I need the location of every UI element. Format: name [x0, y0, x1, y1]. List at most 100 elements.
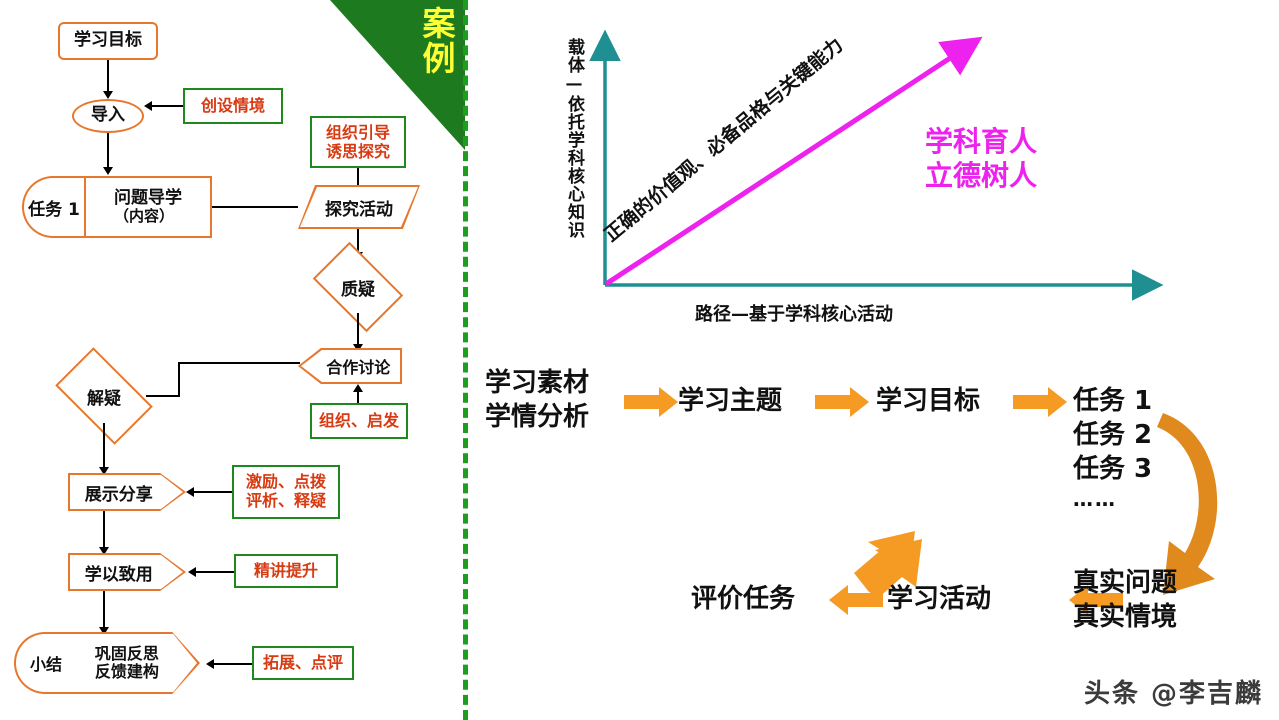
node-label-wrap: 巩固反思 反馈建构	[74, 632, 200, 694]
chevron-fill	[68, 473, 186, 511]
note-label-line1: 激励、点拨	[245, 472, 326, 492]
node-label-wrap: 探究活动	[298, 185, 420, 229]
arrow-step6-to-step7	[829, 585, 883, 615]
arrow-step1-to-step2	[624, 387, 678, 417]
label-line2: 真实情境	[1073, 601, 1178, 632]
flow-node-apply-learning[interactable]: 学以致用	[68, 553, 186, 591]
arrowhead-left	[144, 101, 152, 111]
learning-cycle-diagram: 学习素材 学情分析 学习主题 学习目标 任务 1 任务 2 任务 3 …… 真实…	[463, 345, 1279, 720]
connector-discuss-route-vertical	[178, 362, 180, 396]
node-label-line1: 问题导学	[114, 188, 182, 209]
label-line1: 真实问题	[1073, 568, 1178, 598]
cycle-step-tasks: 任务 1 任务 2 任务 3 ……	[1073, 385, 1152, 512]
task1-cap: 任务 1	[22, 176, 84, 238]
note-organize-inspire: 组织、启发	[310, 403, 408, 439]
axis-chart: 载体—依托学科核心知识 路径—基于学科核心活动 正确的价值观、必备品格与关键能力…	[555, 20, 1175, 330]
slogan-line1: 学科育人	[925, 125, 1038, 158]
connector-apply-to-summary	[103, 591, 105, 629]
node-label: 小结	[29, 655, 62, 674]
arrow-step3-to-step4	[1013, 387, 1067, 417]
connector-note-to-summary	[214, 663, 252, 665]
connector-question-to-discuss	[357, 313, 359, 346]
arrowhead-left	[188, 567, 196, 577]
node-label: 任务 1	[28, 199, 80, 220]
flow-node-show-share[interactable]: 展示分享	[68, 473, 186, 511]
para-fill	[300, 187, 418, 227]
label-line3: 任务 3	[1073, 453, 1153, 484]
note-label: 创设情境	[200, 95, 265, 115]
node-label-wrap: 解疑	[62, 369, 146, 423]
arrowhead-up	[353, 384, 363, 392]
label-line1: 任务 1	[1073, 386, 1153, 416]
node-label-line1: 巩固反思	[94, 644, 159, 664]
note-label: 组织、启发	[318, 410, 399, 430]
chevron-fill	[74, 632, 200, 694]
cycle-step-goal: 学习目标	[876, 386, 981, 416]
arrow-tasks-to-realproblem-curve	[1157, 413, 1218, 595]
flow-node-inquiry-activity[interactable]: 探究活动	[298, 185, 420, 229]
flow-node-summary[interactable]: 小结 巩固反思 反馈建构	[14, 632, 200, 694]
label-line2: 学情分析	[485, 401, 590, 432]
node-label: 解疑	[87, 388, 121, 409]
lesson-flowchart: 学习目标 导入 创设情境 任务 1 问题导学 （内容）	[0, 0, 463, 720]
flow-node-intro[interactable]: 导入	[72, 99, 144, 133]
connector-goal-to-intro	[107, 60, 109, 93]
connector-task-to-inquiry	[212, 206, 300, 208]
arrowhead-down	[99, 627, 109, 635]
node-label: 探究活动	[325, 199, 393, 220]
node-label-wrap: 展示分享	[68, 473, 186, 511]
connector-note-to-share	[194, 491, 232, 493]
note-extend: 拓展、点评	[252, 646, 354, 680]
note-refine: 精讲提升	[234, 554, 338, 588]
connector-resolve-to-share	[103, 423, 105, 469]
node-label: 学习目标	[74, 30, 142, 51]
flow-node-task1[interactable]: 任务 1 问题导学 （内容）	[22, 176, 212, 238]
label-line2: 任务 2	[1073, 419, 1153, 450]
chart-y-axis-label: 载体—依托学科核心知识	[564, 38, 584, 239]
arrowhead-left	[186, 487, 194, 497]
cycle-arrows-svg	[624, 387, 1218, 615]
flow-node-learning-goal[interactable]: 学习目标	[58, 22, 158, 60]
banner-label: 案例	[417, 6, 456, 76]
cycle-step-theme: 学习主题	[678, 386, 783, 416]
label-line4: ……	[1073, 487, 1117, 512]
flow-node-cooperative-discussion[interactable]: 合作讨论	[298, 348, 402, 384]
cycle-step-activity: 学习活动	[887, 584, 992, 614]
arrowhead-down	[99, 467, 109, 475]
flow-node-question[interactable]: 质疑	[312, 241, 404, 333]
summary-cap: 小结	[14, 632, 76, 694]
label-line1: 学习素材	[485, 368, 590, 398]
node-label-wrap: 合作讨论	[298, 348, 402, 384]
node-label: 导入	[91, 105, 125, 126]
node-label: 展示分享	[84, 484, 153, 505]
node-label: 学以致用	[84, 564, 153, 585]
arrow-step7-to-step3-diagonal	[854, 531, 922, 600]
note-create-context: 创设情境	[183, 88, 283, 124]
cycle-step-materials: 学习素材 学情分析	[485, 367, 589, 435]
connector-discuss-route-top	[178, 362, 300, 364]
chevron-fill	[68, 553, 186, 591]
note-label: 精讲提升	[253, 560, 318, 580]
arrow-step2-to-step3	[815, 387, 869, 417]
connector-inquiry-to-question	[357, 229, 359, 254]
vertical-dashed-divider	[463, 0, 468, 720]
note-encourage: 激励、点拨 评析、释疑	[232, 465, 340, 519]
connector-note-to-intro	[152, 105, 183, 107]
chart-slogan: 学科育人 立德树人	[925, 125, 1037, 193]
node-label-line2: 反馈建构	[94, 662, 159, 681]
task1-body: 问题导学 （内容）	[84, 176, 212, 238]
summary-chevron: 巩固反思 反馈建构	[74, 632, 200, 694]
cycle-step-real-problem: 真实问题 真实情境	[1073, 567, 1177, 635]
arrowhead-down	[103, 167, 113, 175]
arrow-step5-to-step6	[1069, 585, 1123, 615]
note-label: 拓展、点评	[262, 652, 343, 672]
cycle-step-evaluation: 评价任务	[691, 584, 796, 614]
note-label-line2: 评析、释疑	[245, 491, 326, 510]
flow-node-resolve[interactable]: 解疑	[55, 347, 153, 445]
node-label-wrap: 学以致用	[68, 553, 186, 591]
connector-route-to-resolve	[115, 395, 180, 397]
connector-note-to-inquiry	[357, 168, 359, 192]
node-label-wrap: 质疑	[320, 261, 396, 313]
connector-note-to-apply	[196, 571, 234, 573]
